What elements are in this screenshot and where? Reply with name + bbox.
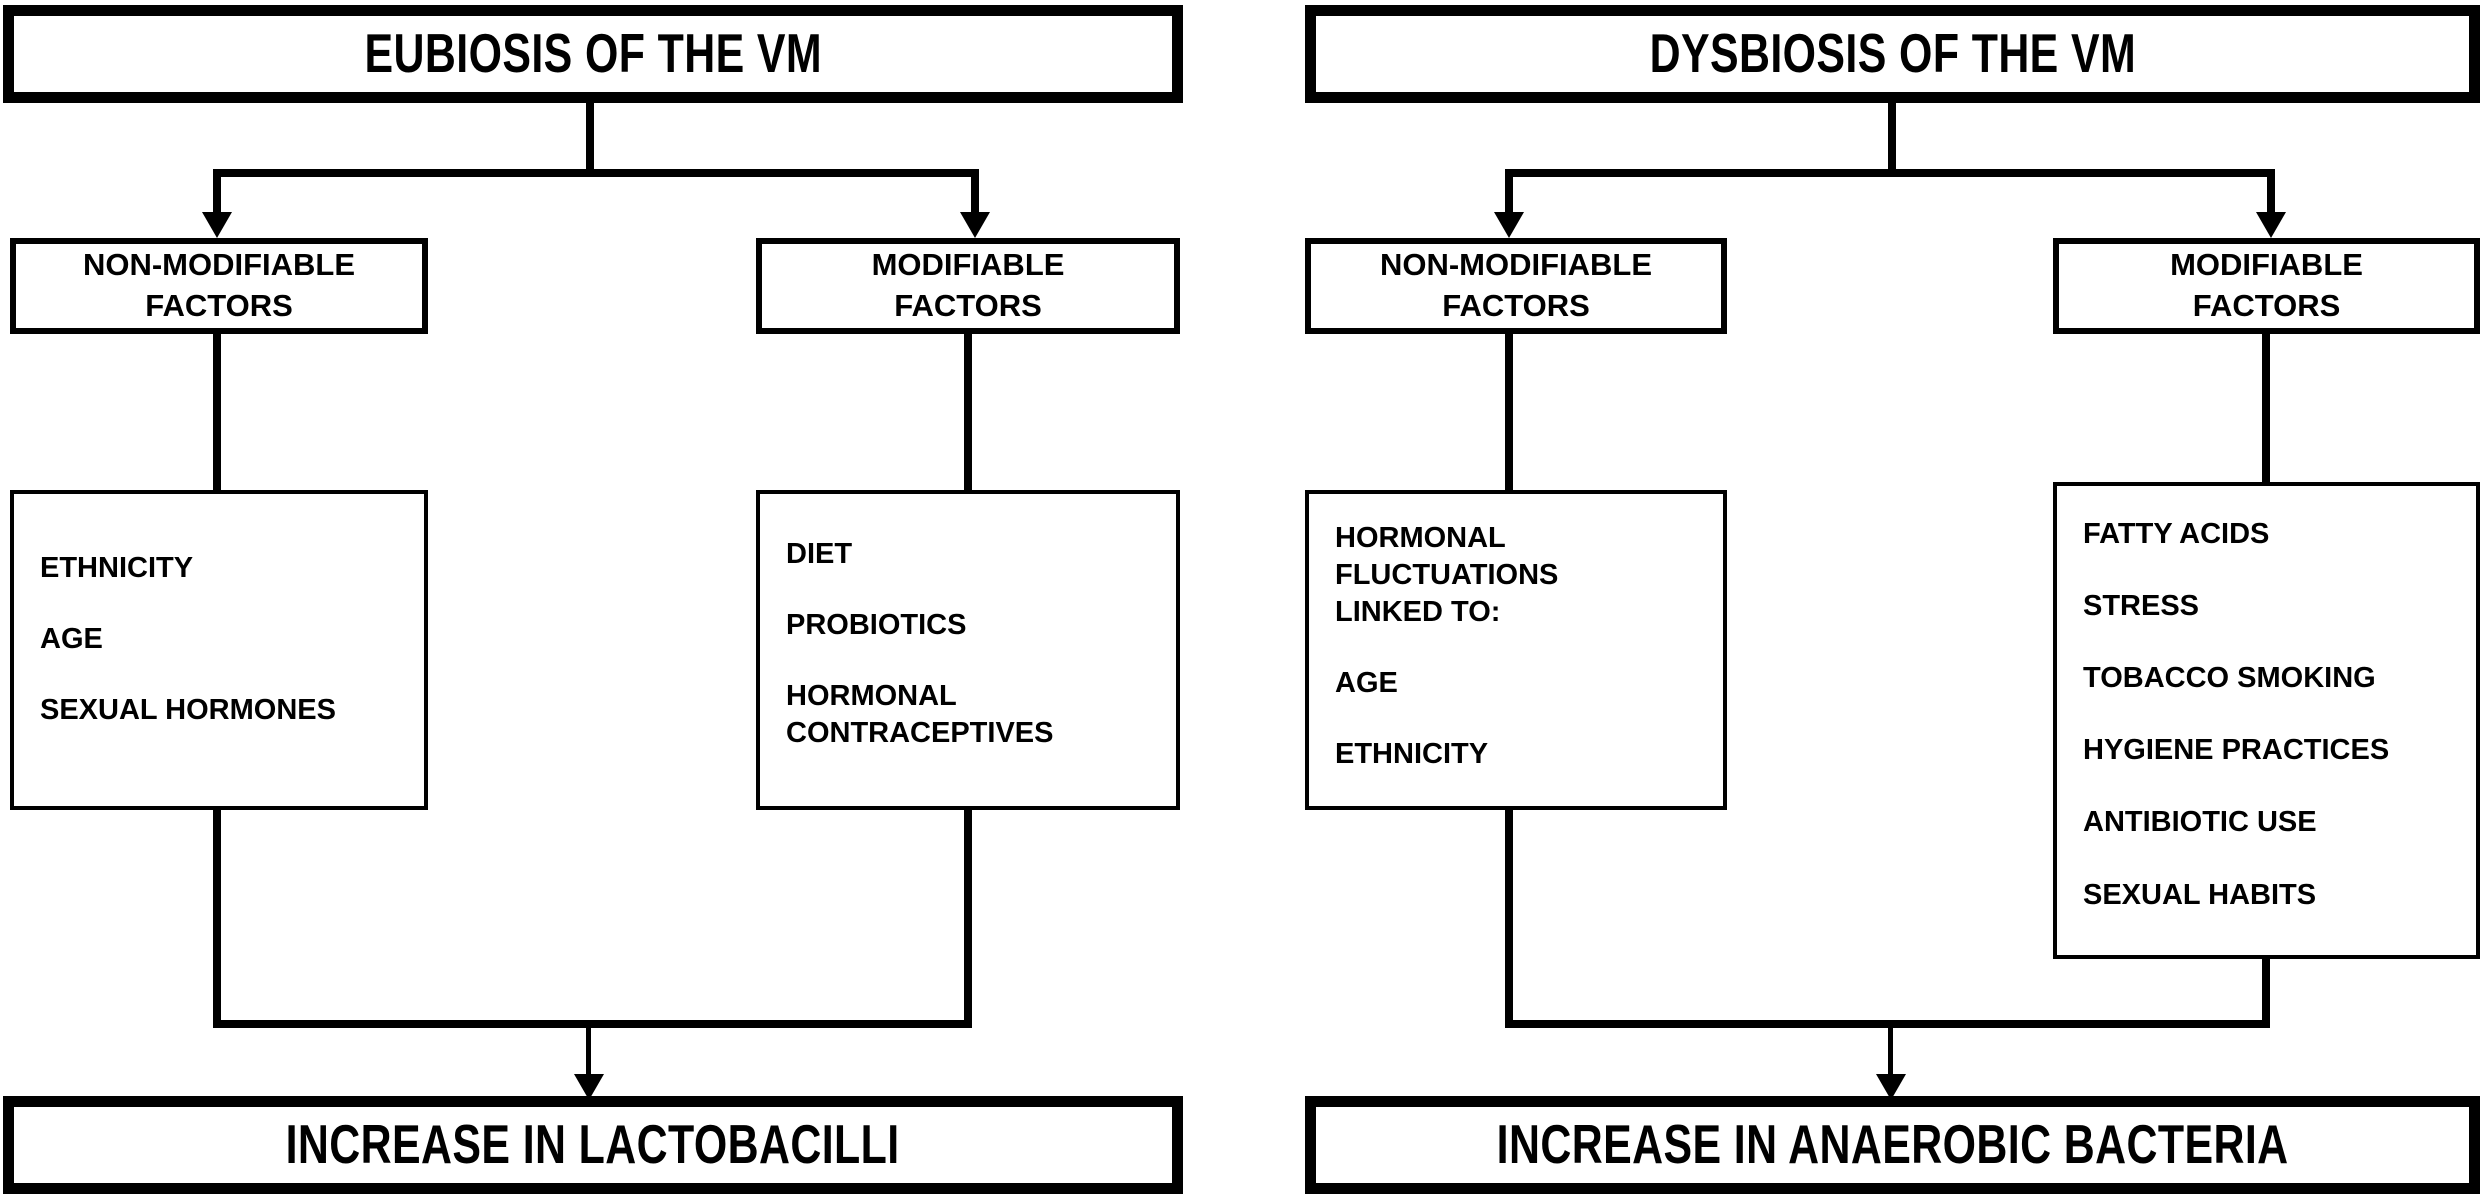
list-item: FATTY ACIDS <box>2083 518 2270 550</box>
right-outcome-arrowhead <box>1876 1074 1906 1100</box>
right-nonmod-connector <box>1505 334 1513 492</box>
list-item: HORMONAL CONTRACEPTIVES <box>786 680 1054 750</box>
left-trunk-vertical <box>586 103 594 175</box>
left-outcome-box: INCREASE IN LACTOBACILLI <box>3 1096 1183 1194</box>
right-non-modifiable-list: HORMONAL FLUCTUATIONS LINKED TO: AGE ETH… <box>1335 520 1713 774</box>
right-trunk-vertical <box>1888 103 1896 175</box>
left-modifiable-list: DIET PROBIOTICS HORMONAL CONTRACEPTIVES <box>786 536 1166 752</box>
list-item: HYGIENE PRACTICES <box>2083 734 2390 767</box>
left-outcome-stem <box>586 1020 591 1078</box>
left-modifiable-detail-box: DIET PROBIOTICS HORMONAL CONTRACEPTIVES <box>756 490 1180 810</box>
right-modifiable-detail-box: FATTY ACIDS STRESS TOBACCO SMOKING HYGIE… <box>2053 482 2480 959</box>
right-outcome-label: INCREASE IN ANAEROBIC BACTERIA <box>1496 1113 2289 1176</box>
right-header-label: DYSBIOSIS OF THE VM <box>1649 22 2136 85</box>
right-mod-arrowhead <box>2256 212 2286 238</box>
right-mod-connector <box>2262 334 2270 482</box>
list-item: SEXUAL HABITS <box>2083 878 2317 911</box>
list-item: SEXUAL HORMONES <box>40 694 336 727</box>
list-item: DIET <box>786 538 853 570</box>
list-item: PROBIOTICS <box>786 609 967 642</box>
right-outcome-stem <box>1888 1020 1893 1078</box>
right-non-modifiable-detail-box: HORMONAL FLUCTUATIONS LINKED TO: AGE ETH… <box>1305 490 1727 810</box>
left-nonmod-connector <box>213 334 221 492</box>
right-mod-merge-vertical <box>2262 959 2270 1027</box>
left-nonmod-drop <box>213 169 221 214</box>
right-modifiable-list: FATTY ACIDS STRESS TOBACCO SMOKING HYGIE… <box>2083 516 2466 914</box>
list-item: ETHNICITY <box>1335 738 1489 771</box>
left-mod-connector <box>964 334 972 492</box>
left-merge-horizontal <box>213 1020 972 1028</box>
left-non-modifiable-list: ETHNICITY AGE SEXUAL HORMONES <box>40 550 414 729</box>
right-nonmod-merge-vertical <box>1505 810 1513 1027</box>
right-outcome-box: INCREASE IN ANAEROBIC BACTERIA <box>1305 1096 2480 1194</box>
right-mod-drop <box>2267 169 2275 214</box>
right-split-horizontal <box>1505 169 2275 177</box>
list-item: ANTIBIOTIC USE <box>2083 806 2317 839</box>
list-item: AGE <box>40 623 103 656</box>
list-item: STRESS <box>2083 590 2200 623</box>
list-item: ETHNICITY <box>40 552 194 584</box>
list-item: AGE <box>1335 667 1398 700</box>
left-outcome-arrowhead <box>574 1074 604 1100</box>
list-item: HORMONAL FLUCTUATIONS LINKED TO: <box>1335 522 1559 629</box>
right-merge-horizontal <box>1505 1020 2270 1028</box>
left-mod-drop <box>971 169 979 214</box>
left-header-box: EUBIOSIS OF THE VM <box>3 5 1183 103</box>
left-nonmod-arrowhead <box>202 212 232 238</box>
left-non-modifiable-detail-box: ETHNICITY AGE SEXUAL HORMONES <box>10 490 428 810</box>
left-header-label: EUBIOSIS OF THE VM <box>364 22 822 85</box>
list-item: TOBACCO SMOKING <box>2083 662 2376 695</box>
left-mod-merge-vertical <box>964 810 972 1027</box>
left-mod-arrowhead <box>960 212 990 238</box>
left-nonmod-merge-vertical <box>213 810 221 1027</box>
right-nonmod-arrowhead <box>1494 212 1524 238</box>
right-header-box: DYSBIOSIS OF THE VM <box>1305 5 2480 103</box>
right-nonmod-drop <box>1505 169 1513 214</box>
left-split-horizontal <box>213 169 979 177</box>
left-outcome-label: INCREASE IN LACTOBACILLI <box>286 1113 900 1176</box>
